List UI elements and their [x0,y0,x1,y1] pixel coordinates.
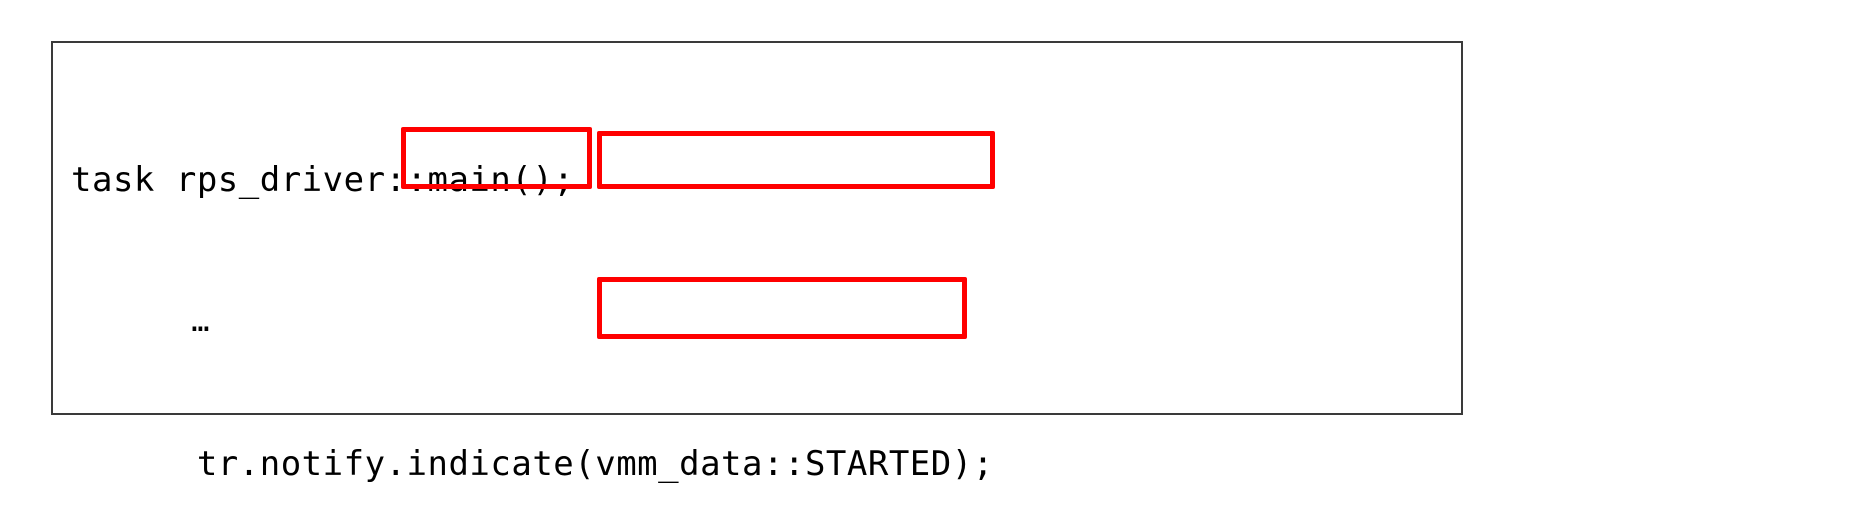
code-line-1: task rps_driver::main(); [71,160,575,200]
code-line-2-ellipsis: … [71,304,212,339]
code-line-3: tr.notify.indicate(vmm_data::STARTED); [71,444,994,484]
code-block: task rps_driver::main(); … tr.notify.ind… [71,55,1457,484]
code-frame: task rps_driver::main(); … tr.notify.ind… [51,41,1463,484]
